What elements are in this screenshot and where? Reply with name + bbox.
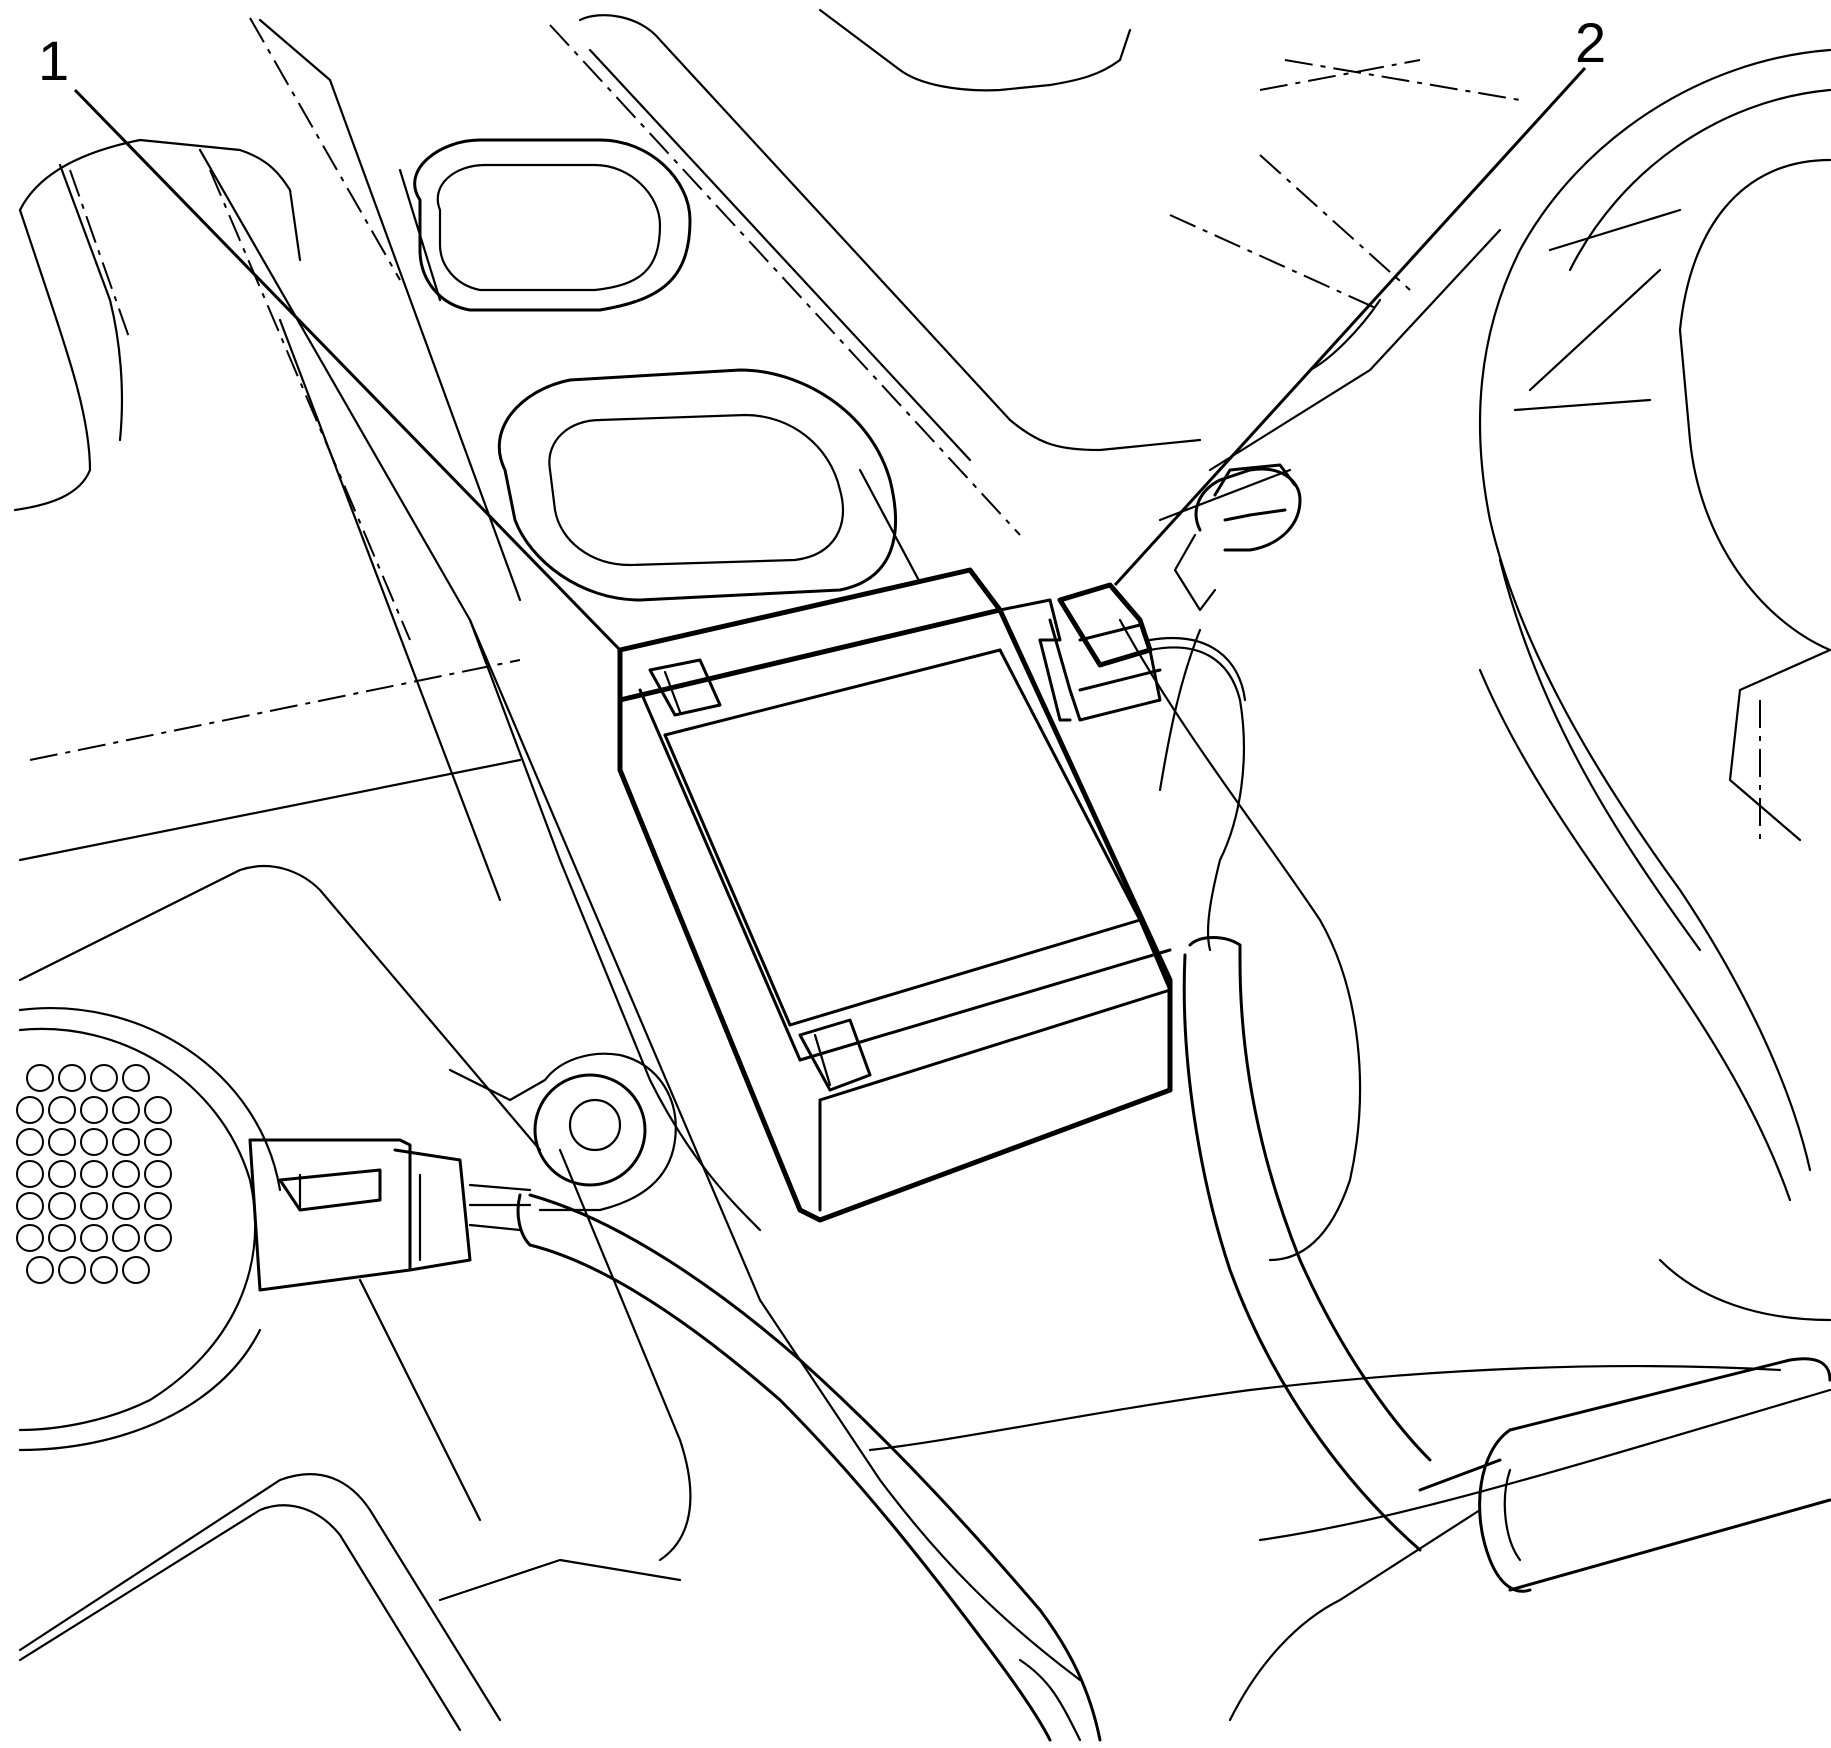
grille-hole xyxy=(112,1128,140,1156)
background-structure xyxy=(13,8,1831,1742)
grille-hole xyxy=(48,1096,76,1124)
grille-hole xyxy=(48,1192,76,1220)
grille-hole xyxy=(58,1256,86,1284)
grille-hole xyxy=(112,1160,140,1188)
grille-hole xyxy=(122,1064,150,1092)
grille-hole xyxy=(112,1192,140,1220)
grille-hole xyxy=(48,1224,76,1252)
callout-1-leader xyxy=(73,88,622,652)
grille-hole xyxy=(80,1192,108,1220)
grille-hole xyxy=(144,1224,172,1252)
grille-hole xyxy=(80,1160,108,1188)
grille-hole xyxy=(16,1192,44,1220)
callout-2-leader xyxy=(1113,66,1587,587)
callout-1-label: 1 xyxy=(38,29,69,92)
callout-2: 2 xyxy=(1113,11,1606,587)
grille-hole xyxy=(144,1192,172,1220)
mounting-boss xyxy=(448,1052,677,1212)
callout-2-label: 2 xyxy=(1575,11,1606,74)
grille-hole xyxy=(112,1096,140,1124)
grille-hole xyxy=(48,1128,76,1156)
speaker-grille xyxy=(16,1007,282,1452)
grille-hole xyxy=(144,1096,172,1124)
grille-hole xyxy=(16,1224,44,1252)
control-module xyxy=(617,567,1173,1223)
grille-hole xyxy=(112,1224,140,1252)
grille-hole xyxy=(48,1160,76,1188)
left-harness-connector xyxy=(248,1138,1102,1742)
grille-hole xyxy=(80,1224,108,1252)
grille-hole xyxy=(122,1256,150,1284)
grille-hole xyxy=(26,1064,54,1092)
grille-hole xyxy=(144,1128,172,1156)
grille-hole xyxy=(80,1096,108,1124)
grille-hole xyxy=(90,1064,118,1092)
module-connector xyxy=(1048,463,1432,1552)
grille-hole xyxy=(80,1128,108,1156)
grille-hole xyxy=(16,1096,44,1124)
grille-hole xyxy=(16,1128,44,1156)
grille-hole xyxy=(90,1256,118,1284)
grille-hole xyxy=(144,1160,172,1188)
grille-hole xyxy=(26,1256,54,1284)
callout-1: 1 xyxy=(38,29,622,652)
grille-hole xyxy=(16,1160,44,1188)
grille-holes xyxy=(16,1064,172,1284)
grille-hole xyxy=(58,1064,86,1092)
